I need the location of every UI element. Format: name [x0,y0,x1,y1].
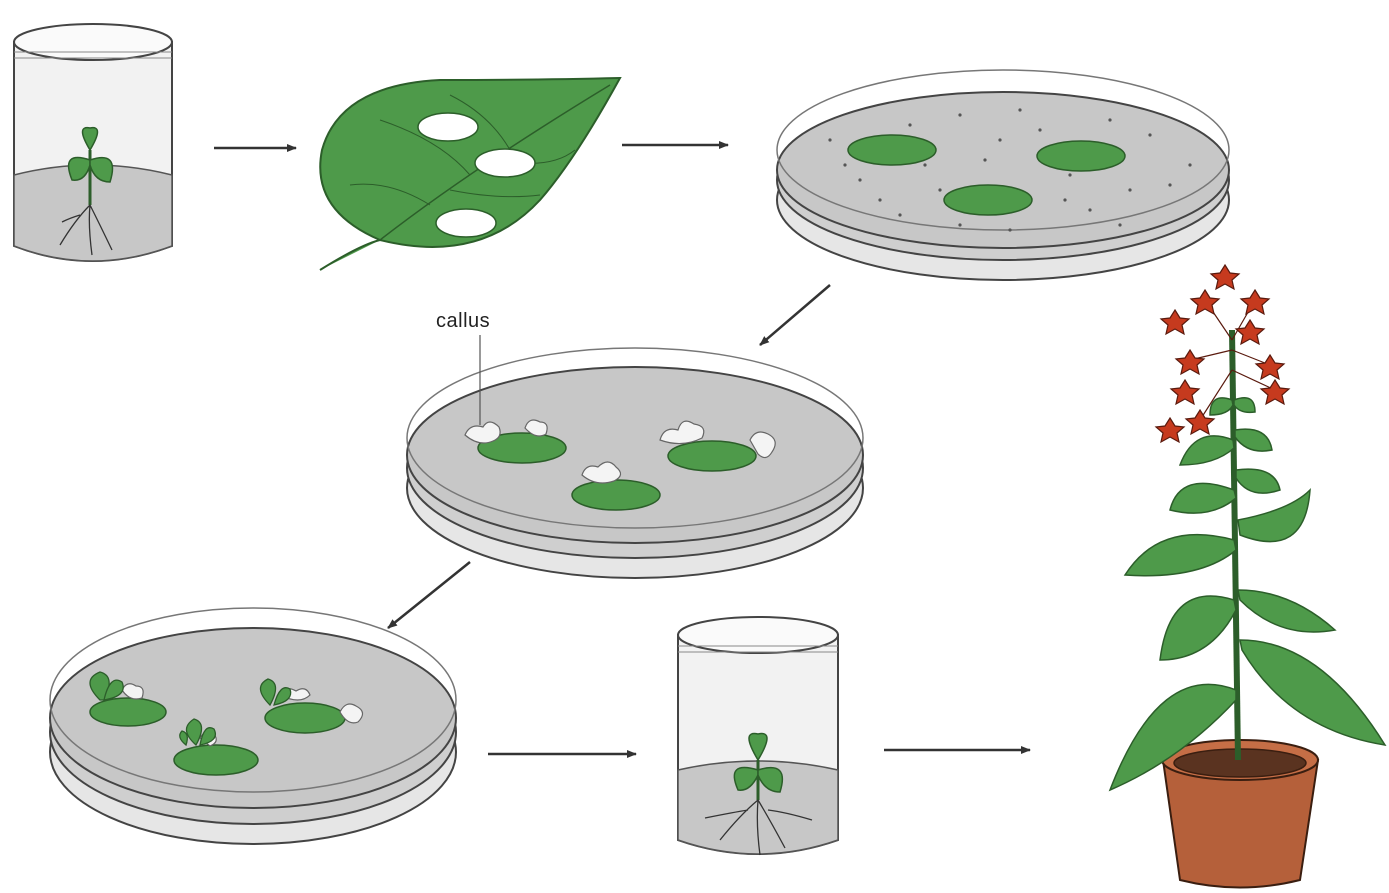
arrow-3 [760,285,830,345]
leaf-with-discs [320,78,620,270]
arrow-4 [388,562,470,628]
plant-leaves [1110,398,1385,790]
culture-jar-rooted [678,617,838,855]
callus-label: callus [436,310,490,332]
petri-dish-discs [777,70,1229,280]
flower-cluster [1156,265,1289,442]
mature-plant-in-pot [1110,265,1385,888]
petri-dish-shoots [50,608,456,844]
petri-dish-callus [407,348,863,578]
culture-jar-parent [14,24,172,261]
